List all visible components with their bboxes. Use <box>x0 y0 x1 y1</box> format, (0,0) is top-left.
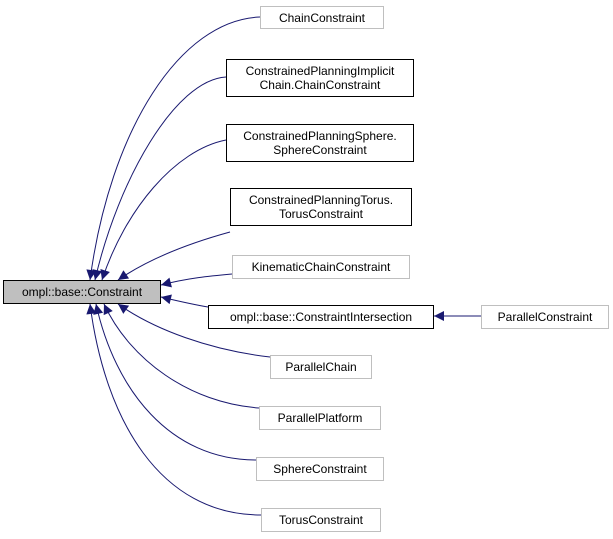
node-label-line-2: TorusConstraint <box>278 207 364 221</box>
node-label-line-2: Chain.ChainConstraint <box>259 78 381 92</box>
node-label: ompl::base::Constraint <box>21 285 143 299</box>
node-constrained-planning-implicit-chain[interactable]: ConstrainedPlanningImplicit Chain.ChainC… <box>226 59 414 97</box>
node-label: SphereConstraint <box>273 462 367 476</box>
node-constrained-planning-torus[interactable]: ConstrainedPlanningTorus. TorusConstrain… <box>230 188 412 226</box>
edge-constraint-intersection <box>160 294 209 308</box>
edge-torus-constraint <box>86 303 262 516</box>
edge-sphere-constraint <box>93 303 257 461</box>
node-label-line-1: ConstrainedPlanningSphere. <box>243 129 397 143</box>
node-parallel-constraint[interactable]: ParallelConstraint <box>481 305 609 329</box>
edge-constrained-planning-torus <box>117 231 231 281</box>
edge-kinematic-chain-constraint <box>160 273 233 288</box>
node-label: TorusConstraint <box>278 513 364 527</box>
node-label-line-1: ConstrainedPlanningTorus. <box>248 193 394 207</box>
node-ompl-base-constraint-intersection[interactable]: ompl::base::ConstraintIntersection <box>208 305 434 329</box>
node-label: KinematicChainConstraint <box>251 260 391 274</box>
node-torus-constraint[interactable]: TorusConstraint <box>261 508 381 532</box>
node-label: ChainConstraint <box>278 10 366 25</box>
node-label: ParallelConstraint <box>497 310 593 324</box>
node-parallel-chain[interactable]: ParallelChain <box>270 355 372 379</box>
edge-chain-constraint <box>86 16 261 281</box>
node-label-line-1: ConstrainedPlanningImplicit <box>245 64 395 78</box>
node-label-line-2: SphereConstraint <box>273 143 367 157</box>
edge-constrained-planning-implicit-chain <box>92 76 227 281</box>
node-chain-constraint[interactable]: ChainConstraint <box>260 6 384 29</box>
node-sphere-constraint[interactable]: SphereConstraint <box>256 457 384 481</box>
node-constrained-planning-sphere[interactable]: ConstrainedPlanningSphere. SphereConstra… <box>226 124 414 162</box>
node-kinematic-chain-constraint[interactable]: KinematicChainConstraint <box>232 255 410 279</box>
edge-parallel-platform <box>103 303 260 409</box>
node-label: ParallelChain <box>285 360 357 374</box>
node-label: ParallelPlatform <box>277 411 363 425</box>
edge-parallel-chain <box>117 303 271 358</box>
node-label: ompl::base::ConstraintIntersection <box>229 310 413 324</box>
node-parallel-platform[interactable]: ParallelPlatform <box>259 406 381 430</box>
node-ompl-base-constraint: ompl::base::Constraint <box>3 280 161 304</box>
edge-constrained-planning-sphere <box>100 139 227 281</box>
